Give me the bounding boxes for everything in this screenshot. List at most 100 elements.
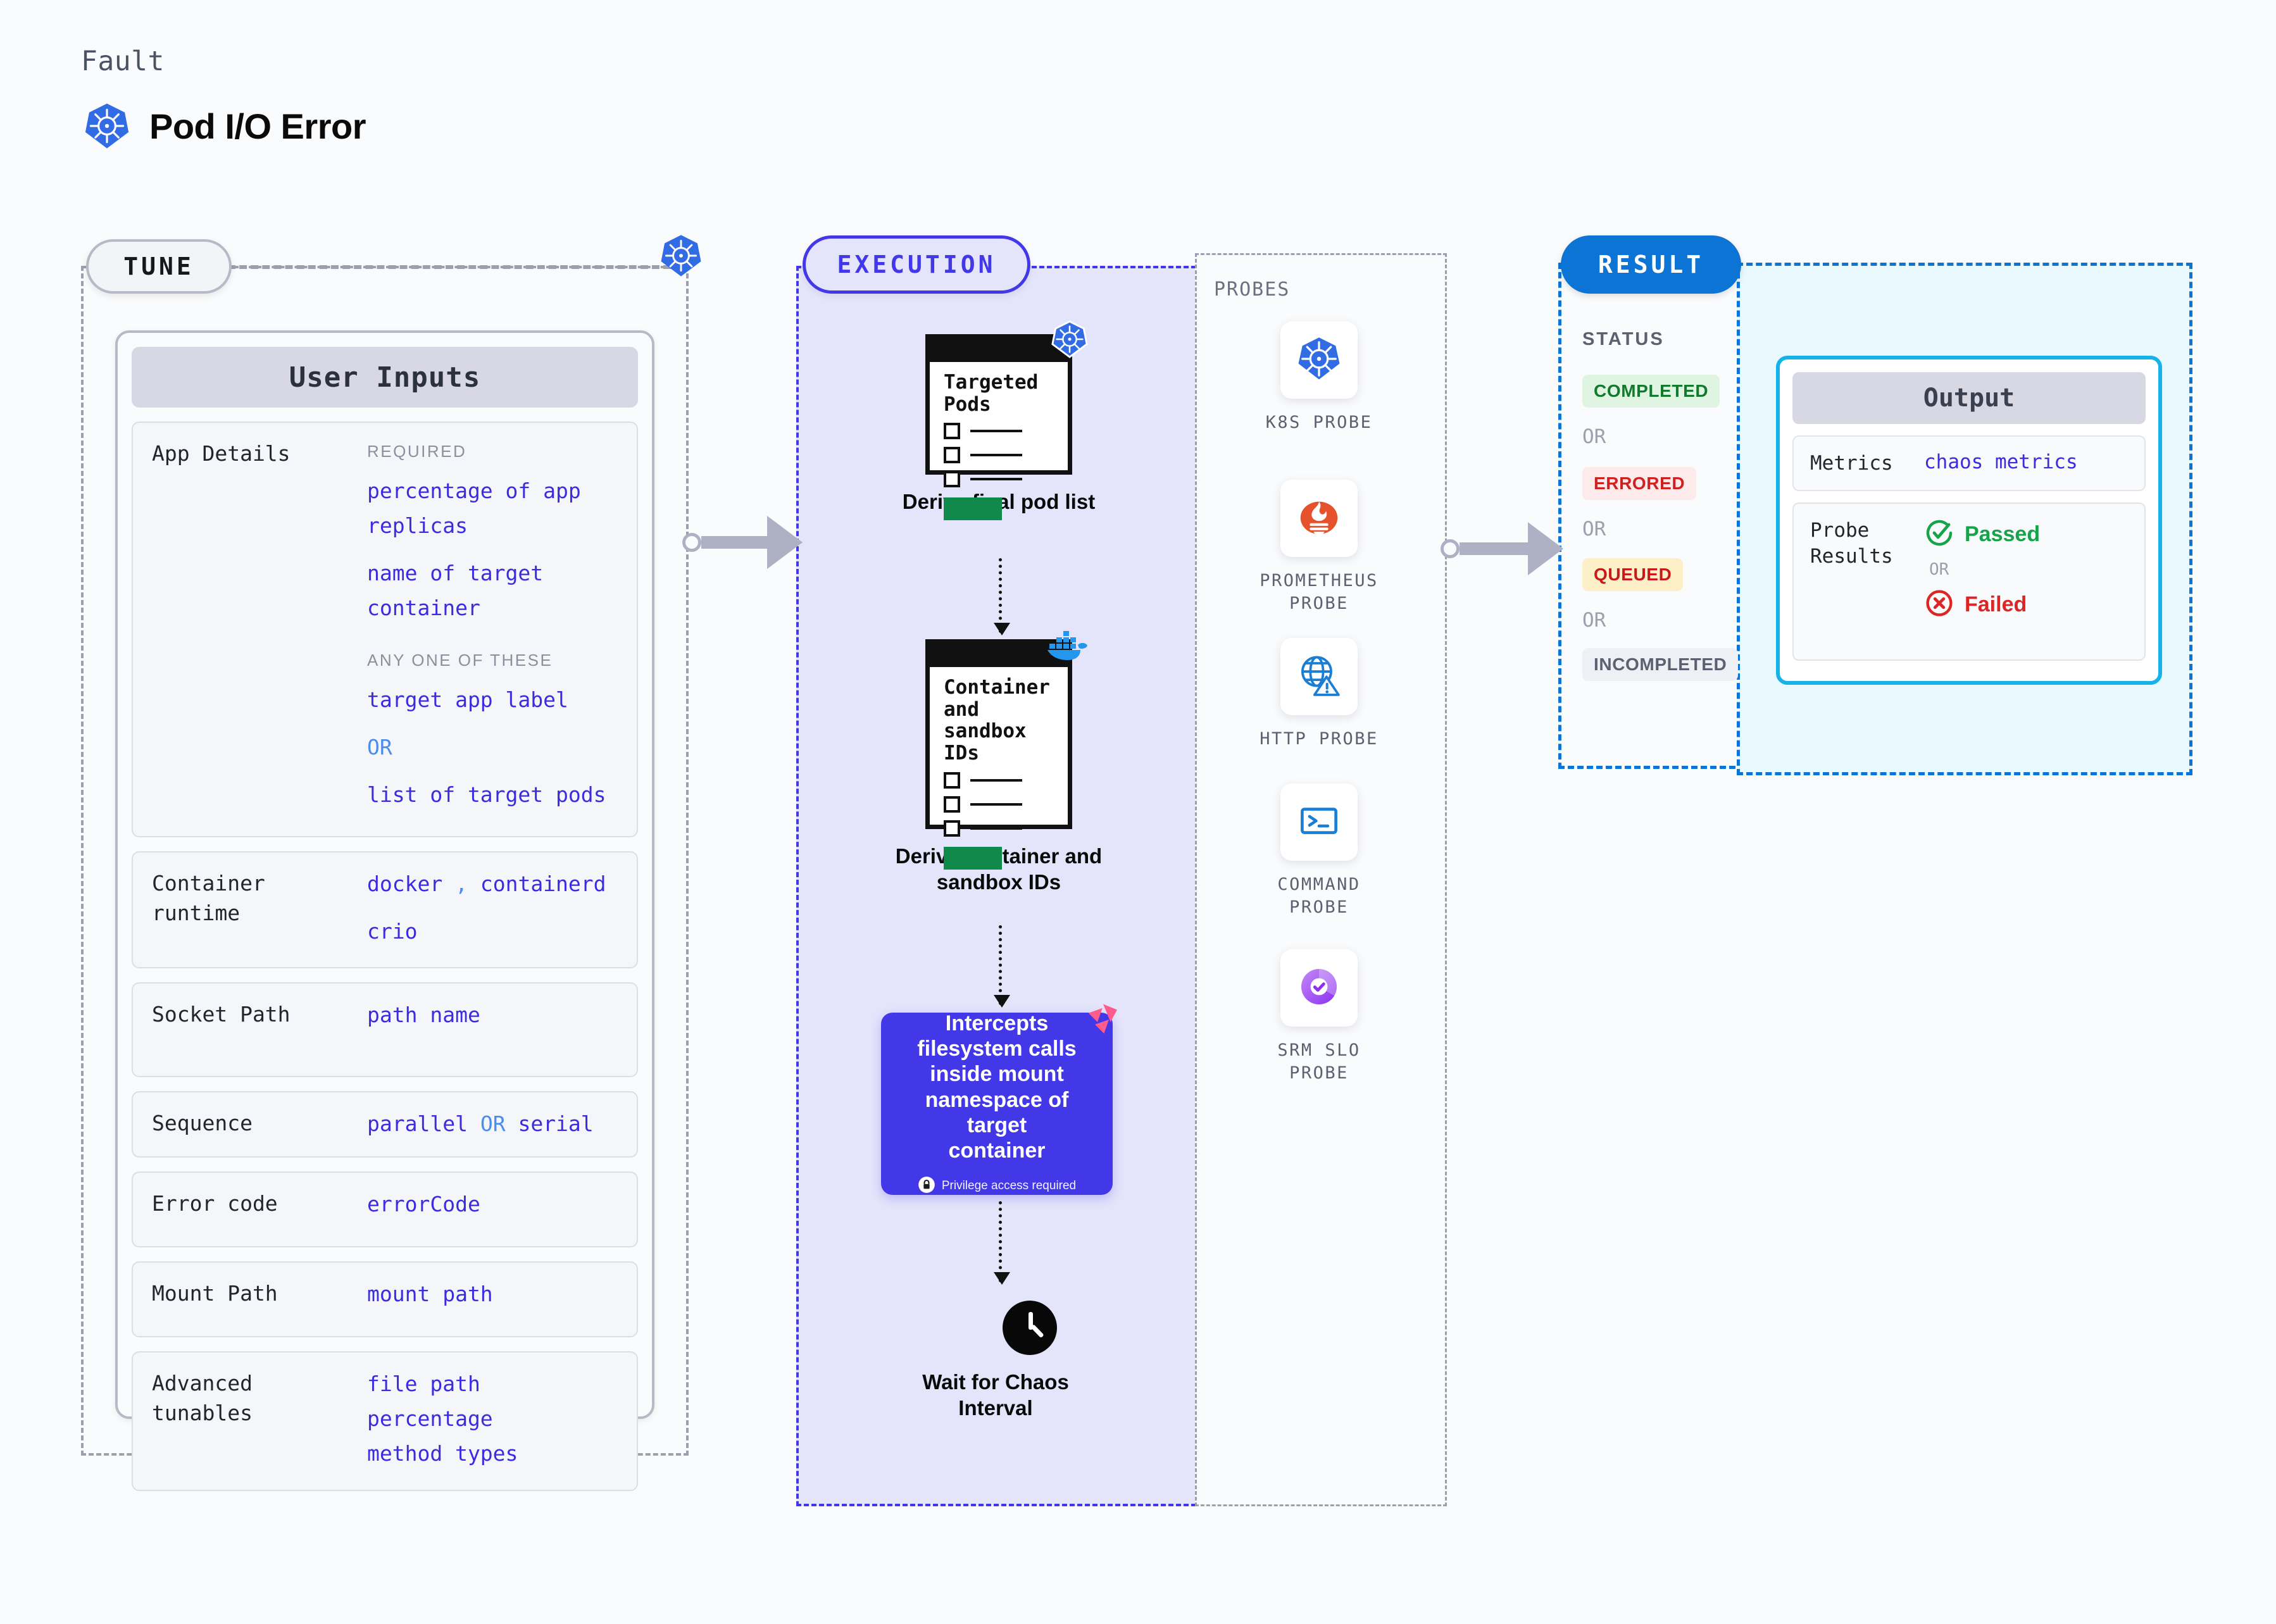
probe-label: HTTP PROBE <box>1260 729 1379 749</box>
value-text: list of target pods <box>367 782 606 807</box>
section-pill-execution[interactable]: EXECUTION <box>803 235 1030 294</box>
status-badge-incompleted: INCOMPLETED <box>1582 648 1739 681</box>
value-text: file path <box>367 1371 480 1397</box>
docker-icon <box>1046 627 1089 665</box>
checkbox-icon <box>944 471 960 488</box>
value-or: OR <box>367 735 392 760</box>
row-key: Container runtime <box>152 870 265 925</box>
probe-tile <box>1280 784 1358 861</box>
output-card: Output Metrics chaos metrics Probe Resul… <box>1776 356 2162 685</box>
input-row-advanced-tunables: Advanced tunables file path percentage m… <box>132 1351 638 1491</box>
passed-label: Passed <box>1965 522 2041 547</box>
kubernetes-icon <box>1294 334 1344 387</box>
page-title-text: Pod I/O Error <box>149 106 366 146</box>
terminal-icon <box>1296 797 1342 847</box>
status-badge-queued: QUEUED <box>1582 558 1684 591</box>
list-line <box>970 778 1022 782</box>
list-line <box>970 430 1022 433</box>
connector-knob <box>682 533 701 552</box>
section-probes-frame <box>1195 253 1447 1506</box>
card-titlebar <box>925 334 1072 362</box>
output-title: Output <box>1792 372 2146 424</box>
prometheus-icon <box>1294 492 1344 545</box>
kubernetes-icon <box>1050 320 1089 362</box>
step-text: Intercepts filesystem calls inside mount… <box>917 1011 1077 1163</box>
row-value: docker , containerd crio <box>367 869 618 951</box>
checkbox-icon <box>944 820 960 837</box>
row-key: Sequence <box>152 1111 253 1136</box>
x-circle-icon <box>1924 588 1954 621</box>
card-title: Targeted Pods <box>944 371 1039 416</box>
probe-label: PROMETHEUS PROBE <box>1260 571 1379 614</box>
check-circle-icon <box>1924 518 1954 551</box>
failed-label: Failed <box>1965 592 2027 617</box>
row-key: Metrics <box>1810 452 1893 475</box>
value-text: percentage of app <box>367 478 581 504</box>
checkbox-icon <box>944 447 960 464</box>
checkbox-row <box>944 423 1054 440</box>
status-or-3: OR <box>1582 609 1606 632</box>
input-row-socket-path: Socket Path path name <box>132 982 638 1078</box>
container-ids-card: Container and sandbox IDs <box>925 631 1087 870</box>
connector-knob <box>1441 539 1460 558</box>
connector-execution-to-result <box>1441 522 1563 575</box>
checkbox-icon <box>944 771 960 789</box>
probe-result-or: OR <box>1929 560 1949 580</box>
section-pill-tune[interactable]: TUNE <box>86 239 232 294</box>
row-key: Socket Path <box>152 1002 291 1027</box>
checkbox-row <box>944 820 1054 837</box>
flow-arrow-1 <box>994 558 1010 635</box>
row-value: errorCode <box>367 1192 480 1217</box>
status-or-2: OR <box>1582 518 1606 540</box>
probe-http[interactable]: HTTP PROBE <box>1224 638 1414 751</box>
value-text: target app label <box>367 687 568 713</box>
connector-arrowhead <box>767 516 803 569</box>
value-text: docker <box>367 871 443 896</box>
list-line <box>970 803 1022 806</box>
probe-k8s[interactable]: K8S PROBE <box>1224 322 1414 434</box>
status-or-1: OR <box>1582 425 1606 448</box>
status-badge-completed: COMPLETED <box>1582 375 1720 408</box>
value-or: OR <box>480 1111 506 1137</box>
checkbox-row <box>944 771 1054 789</box>
input-row-error-code: Error code errorCode <box>132 1171 638 1248</box>
exec-step-derive-pod-list: Targeted Pods Deri <box>872 320 1125 521</box>
exec-step-intercept-fs-calls: Intercepts filesystem calls inside mount… <box>881 1004 1117 1197</box>
value-text: serial <box>518 1111 594 1137</box>
status-bar <box>944 846 1002 870</box>
status-title: STATUS <box>1582 329 1665 349</box>
privilege-text: Privilege access required <box>941 1179 1077 1193</box>
value-text: crio <box>367 918 418 944</box>
targeted-pods-card: Targeted Pods <box>925 320 1088 521</box>
input-row-container-runtime: Container runtime docker , containerd cr… <box>132 851 638 969</box>
probe-tile <box>1280 480 1358 557</box>
status-bar <box>944 497 1002 521</box>
checkbox-icon <box>944 423 960 440</box>
value-text: method types <box>367 1440 518 1466</box>
row-value: Passed OR Failed <box>1924 518 2128 621</box>
output-row-metrics: Metrics chaos metrics <box>1792 435 2146 492</box>
lock-icon <box>918 1176 935 1197</box>
row-value: path name <box>367 1003 480 1028</box>
section-pill-result[interactable]: RESULT <box>1561 235 1741 294</box>
row-key: Mount Path <box>152 1281 278 1306</box>
probe-tile <box>1280 638 1358 715</box>
exec-step-wait-chaos-interval: Wait for Chaos Interval <box>922 1301 1091 1421</box>
privilege-note: Privilege access required <box>918 1176 1076 1197</box>
connector-arrowhead <box>1528 522 1563 575</box>
row-key: Error code <box>152 1191 278 1216</box>
value-text: name of target <box>367 561 544 586</box>
kubernetes-icon <box>82 101 132 151</box>
page-title: Pod I/O Error <box>82 101 366 151</box>
checkbox-row <box>944 447 1054 464</box>
probe-prometheus[interactable]: PROMETHEUS PROBE <box>1224 480 1414 616</box>
value-text: parallel <box>367 1111 468 1137</box>
row-key: App Details <box>152 441 291 466</box>
probe-command[interactable]: COMMAND PROBE <box>1224 784 1414 920</box>
list-line <box>970 454 1022 457</box>
value-text: container <box>367 595 480 620</box>
connector-shaft <box>1460 542 1529 555</box>
row-value: file path percentage method types <box>367 1369 618 1473</box>
card-titlebar <box>925 639 1072 667</box>
probe-srm-slo[interactable]: SRM SLO PROBE <box>1224 949 1414 1085</box>
